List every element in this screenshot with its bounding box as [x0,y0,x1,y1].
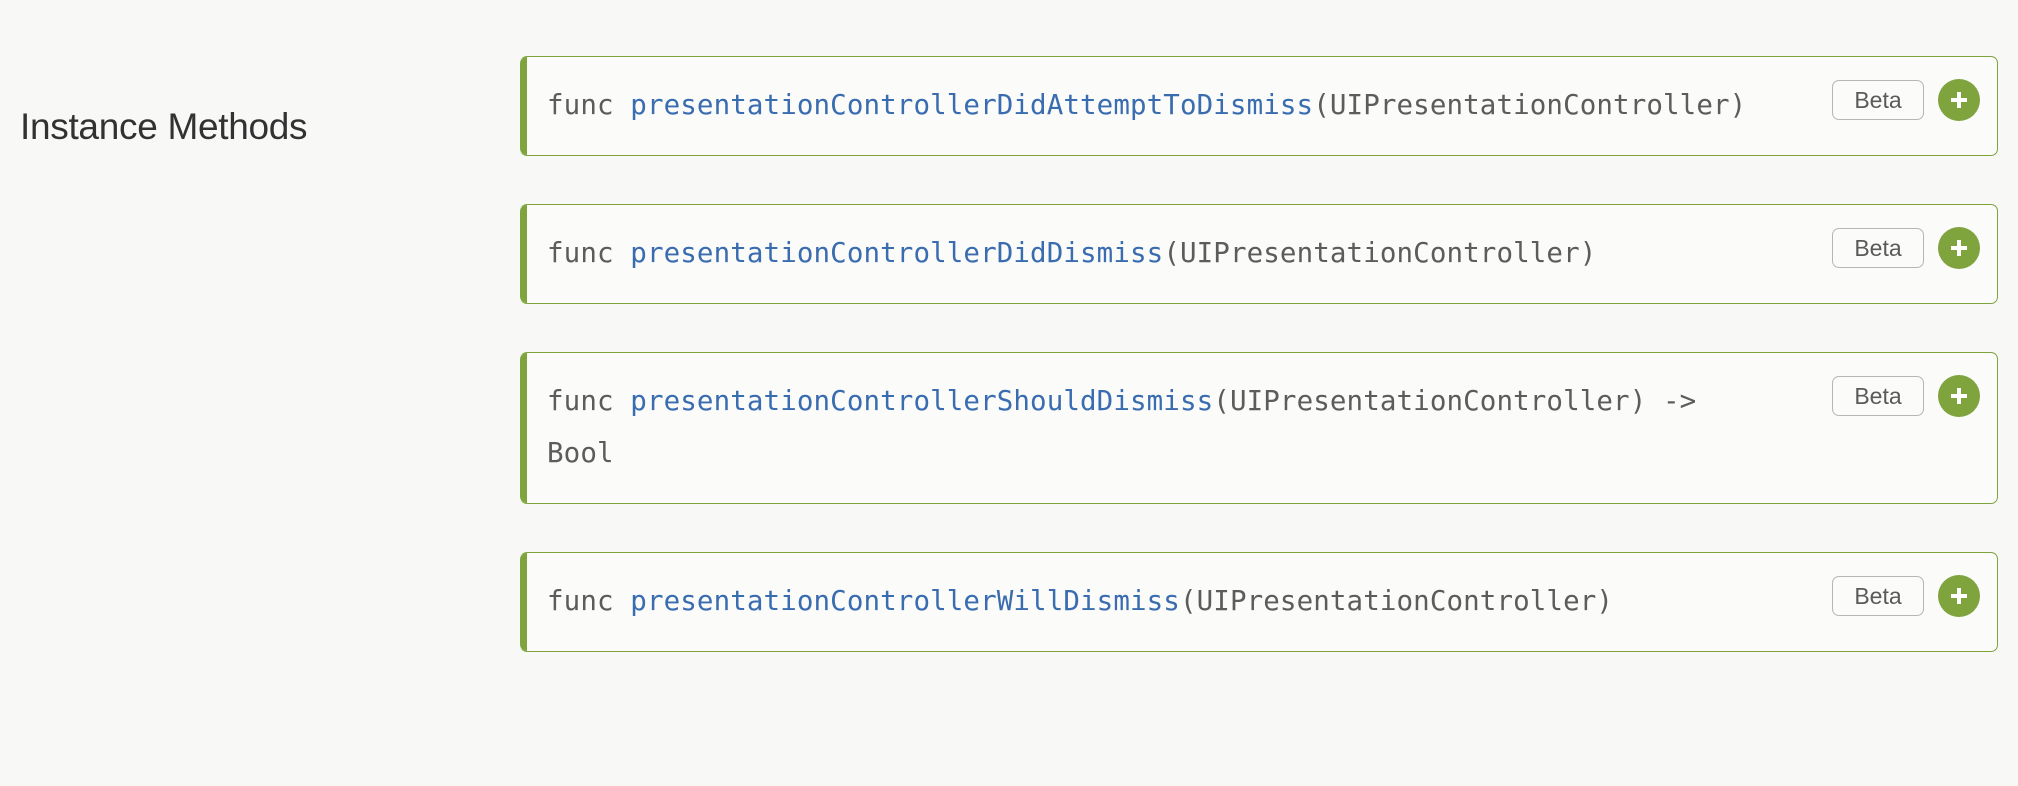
method-name-link[interactable]: presentationControllerDidDismiss [630,237,1164,269]
plus-icon[interactable] [1938,227,1980,269]
method-signature: func presentationControllerShouldDismiss… [520,375,1997,479]
status-badge: Beta [1832,80,1924,120]
list-item[interactable]: func presentationControllerWillDismiss(U… [520,552,1998,652]
plus-icon[interactable] [1938,575,1980,617]
list-item[interactable]: func presentationControllerDidDismiss(UI… [520,204,1998,304]
card-accent-bar [520,553,527,651]
func-keyword: func [547,585,631,617]
method-signature: func presentationControllerDidDismiss(UI… [520,227,1997,279]
list-item[interactable]: func presentationControllerShouldDismiss… [520,352,1998,504]
method-name-link[interactable]: presentationControllerDidAttemptToDismis… [630,89,1314,121]
method-signature: func presentationControllerWillDismiss(U… [520,575,1997,627]
card-controls: Beta [1832,79,1980,121]
page-title: Instance Methods [20,105,308,147]
func-keyword: func [547,385,631,417]
card-accent-bar [520,57,527,155]
status-badge: Beta [1832,376,1924,416]
method-params: (UIPresentationController) [1313,89,1747,121]
plus-icon[interactable] [1938,375,1980,417]
status-badge: Beta [1832,576,1924,616]
method-list: func presentationControllerDidAttemptToD… [520,56,1998,652]
card-controls: Beta [1832,575,1980,617]
plus-icon[interactable] [1938,79,1980,121]
method-name-link[interactable]: presentationControllerShouldDismiss [630,385,1214,417]
card-controls: Beta [1832,227,1980,269]
card-accent-bar [520,353,527,503]
method-params: (UIPresentationController) [1163,237,1597,269]
card-controls: Beta [1832,375,1980,417]
func-keyword: func [547,237,631,269]
list-item[interactable]: func presentationControllerDidAttemptToD… [520,56,1998,156]
method-params: (UIPresentationController) [1179,585,1614,617]
status-badge: Beta [1832,228,1924,268]
method-name-link[interactable]: presentationControllerWillDismiss [630,585,1180,617]
method-signature: func presentationControllerDidAttemptToD… [520,79,1997,131]
card-accent-bar [520,205,527,303]
method-params: (UIPresentationController) -> Bool [547,385,1713,469]
func-keyword: func [547,89,631,121]
